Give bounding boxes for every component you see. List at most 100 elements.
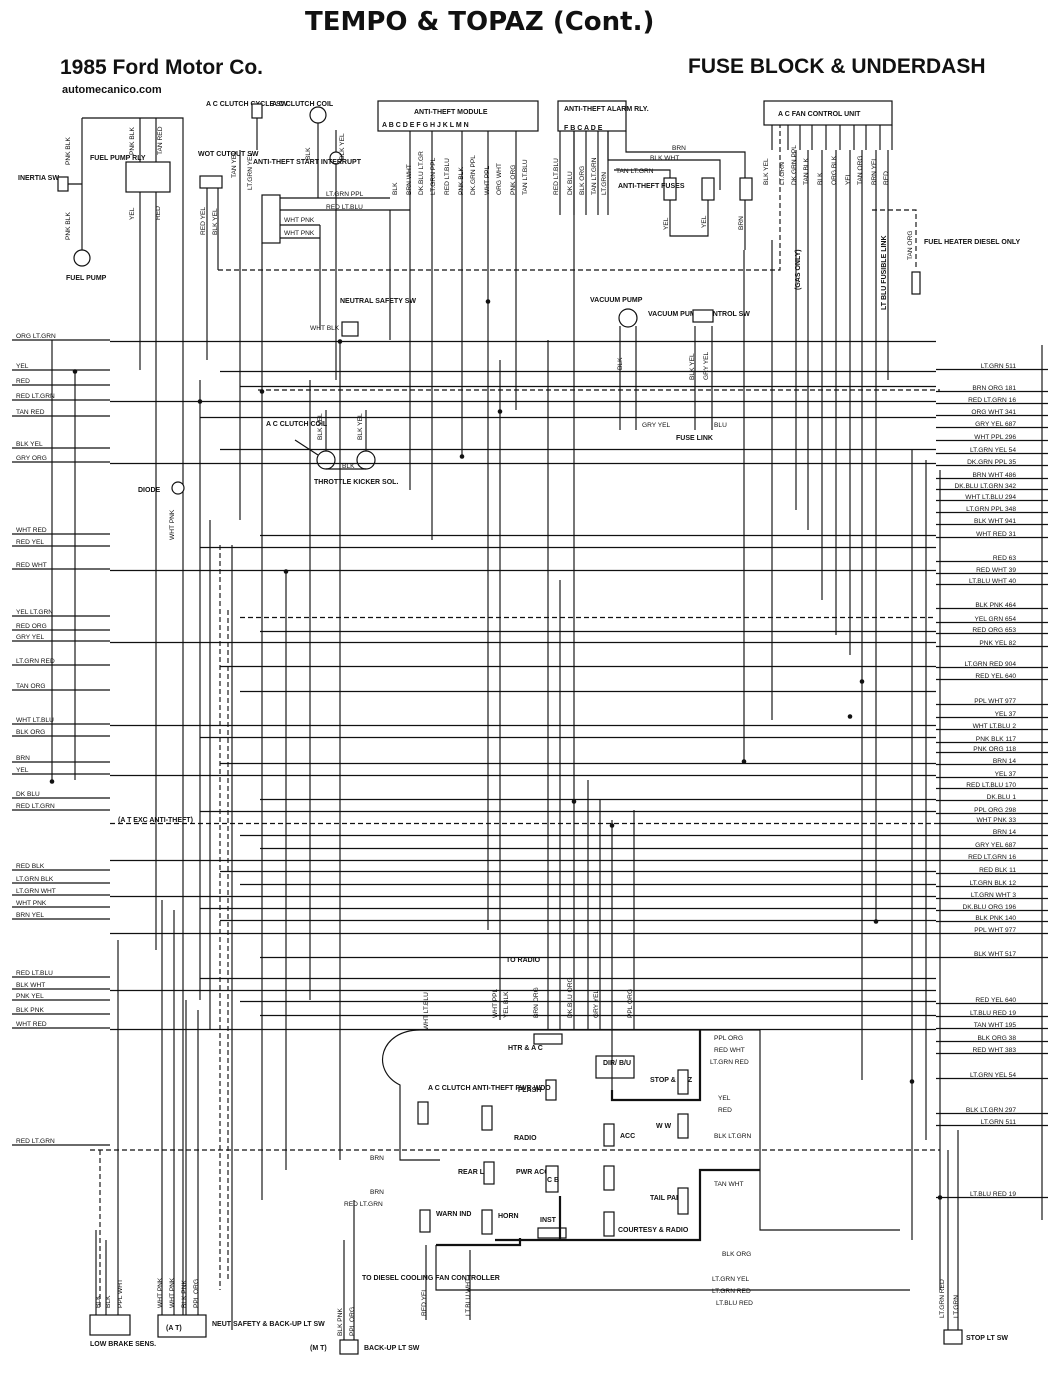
left-wire-label: GRY YEL — [16, 634, 45, 641]
svg-text:BLK PNK: BLK PNK — [337, 1308, 344, 1336]
left-wire-label: WHT RED — [16, 1021, 47, 1028]
svg-text:NEUT SAFETY & BACK-UP LT SW: NEUT SAFETY & BACK-UP LT SW — [212, 1321, 325, 1328]
svg-text:PPL ORG: PPL ORG — [349, 1307, 356, 1336]
fuel-pump-rly-label: FUEL PUMP RLY — [90, 155, 146, 162]
svg-text:WOT CUTOUT SW: WOT CUTOUT SW — [198, 151, 259, 158]
bottom-switches: LOW BRAKE SENS. BLK BLK PPL WHT (A T) NE… — [89, 900, 1008, 1355]
svg-text:TAIL PARK: TAIL PARK — [650, 1195, 686, 1202]
svg-text:VACUUM PUMP: VACUUM PUMP — [590, 297, 643, 304]
inertia-sw-label: INERTIA SW — [18, 175, 59, 182]
right-wire-label: YEL 37 — [995, 771, 1017, 778]
fan-wire-label: TAN BLK — [803, 157, 810, 185]
svg-text:RED YEL: RED YEL — [200, 207, 207, 235]
svg-text:PPL ORG: PPL ORG — [193, 1279, 200, 1308]
svg-text:WHT PNK: WHT PNK — [157, 1277, 164, 1308]
fuse-htr-ac — [533, 1033, 563, 1045]
right-wire-label: RED YEL 640 — [975, 997, 1016, 1004]
module-wire-label: DK.BLU LT.GR — [418, 151, 425, 195]
svg-text:BLK: BLK — [617, 357, 624, 370]
start-interrupt-relay — [261, 194, 281, 244]
fan-wire-label: ORG BLK — [831, 155, 838, 185]
svg-text:(M T): (M T) — [310, 1345, 327, 1352]
left-wire-label: RED LT.GRN — [16, 1138, 55, 1145]
svg-text:A C CLUTCH COIL: A C CLUTCH COIL — [272, 101, 334, 108]
svg-text:LT.GRN YEL: LT.GRN YEL — [247, 153, 254, 190]
svg-text:ACC: ACC — [620, 1133, 635, 1140]
fuse-acc — [603, 1123, 615, 1147]
svg-text:BLK PNK: BLK PNK — [181, 1280, 188, 1308]
page-title: TEMPO & TOPAZ (Cont.) — [305, 7, 654, 37]
right-wire-label: LT.GRN YEL 54 — [970, 1072, 1016, 1079]
right-wire-label: LT.GRN 511 — [981, 1119, 1017, 1126]
right-wire-label: BLK PNK 464 — [975, 602, 1016, 609]
right-wire-label: PPL WHT 977 — [974, 927, 1016, 934]
left-wire-label: GRY ORG — [16, 455, 47, 462]
svg-text:A C CLUTCH ANTI-THEFT PWR WDO: A C CLUTCH ANTI-THEFT PWR WDO — [428, 1085, 551, 1092]
svg-text:C B: C B — [547, 1177, 559, 1184]
back-up-lt-sw — [339, 1339, 359, 1355]
svg-text:A C FAN CONTROL UNIT: A C FAN CONTROL UNIT — [778, 111, 861, 118]
wire-pnk-blk: PNK BLK — [65, 137, 72, 165]
svg-text:BLU: BLU — [714, 422, 727, 429]
throttle-kicker-sol-icon — [356, 450, 376, 470]
publisher: 1985 Ford Motor Co. — [60, 56, 263, 79]
fan-wire-label: TAN ORG — [857, 155, 864, 185]
svg-text:TAN YEL: TAN YEL — [231, 151, 238, 178]
website: automecanico.com — [62, 84, 162, 96]
fan-wire-label: BRN YEL — [871, 157, 878, 185]
left-wire-label: ORG LT.GRN — [16, 333, 56, 340]
wot-cutout-sw — [199, 175, 223, 189]
svg-text:LT.BLU WHT: LT.BLU WHT — [465, 1278, 472, 1316]
svg-text:STOP LT SW: STOP LT SW — [966, 1335, 1008, 1342]
left-wire-label: BLK YEL — [16, 441, 43, 448]
right-wire-label: LT.BLU WHT 40 — [969, 578, 1016, 585]
module-wire-label: RED LT.BLU — [444, 158, 451, 195]
left-wire-label: BRN YEL — [16, 912, 44, 919]
alarm-wire-label: LT.GRN — [601, 172, 608, 195]
right-wire-label: PPL ORG 298 — [974, 807, 1016, 814]
fuse-horn — [481, 1209, 493, 1235]
left-wire-label: WHT RED — [16, 527, 47, 534]
svg-text:LT.GRN: LT.GRN — [953, 1295, 960, 1318]
svg-text:ANTI-THEFT ALARM RLY.: ANTI-THEFT ALARM RLY. — [564, 106, 649, 113]
anti-theft-fuse — [739, 177, 753, 201]
right-wire-label: PPL WHT 977 — [974, 698, 1016, 705]
right-wire-label: BLK WHT 517 — [974, 951, 1016, 958]
throttle-kicker-circuit: A C CLUTCH COIL BLK YEL BLK YEL BLK THRO… — [118, 410, 398, 824]
svg-text:HORN: HORN — [498, 1213, 519, 1220]
neut-safety-backup-sw — [157, 1314, 207, 1338]
svg-text:(A T EXC ANTI-THEFT): (A T EXC ANTI-THEFT) — [118, 817, 193, 824]
svg-text:TO DIESEL COOLING FAN CONTROLL: TO DIESEL COOLING FAN CONTROLLER — [362, 1275, 500, 1282]
splice-dot — [847, 714, 853, 719]
vacuum-pump-control-sw — [692, 309, 714, 323]
svg-text:RED LT.GRN: RED LT.GRN — [344, 1201, 383, 1208]
svg-text:WHT LT.BLU: WHT LT.BLU — [423, 992, 430, 1030]
svg-text:WHT BLK: WHT BLK — [310, 325, 340, 332]
left-wire-label: RED ORG — [16, 623, 47, 630]
module-wire-label: TAN LT.BLU — [522, 159, 529, 195]
fuse-flash — [545, 1079, 557, 1101]
svg-text:BRN: BRN — [370, 1189, 384, 1196]
svg-text:LT BLU FUSIBLE LINK: LT BLU FUSIBLE LINK — [881, 235, 888, 310]
svg-text:REAR LT: REAR LT — [458, 1169, 489, 1176]
module-wire-label: BLK — [392, 182, 399, 195]
left-wire-label: WHT PNK — [16, 900, 47, 907]
svg-text:BRN ORG: BRN ORG — [533, 987, 540, 1018]
svg-text:TAN ORG: TAN ORG — [907, 230, 914, 260]
svg-text:LT.GRN YEL: LT.GRN YEL — [712, 1276, 749, 1283]
fan-wire-label: LT.GRN — [779, 162, 786, 185]
right-wire-label: WHT RED 31 — [976, 531, 1016, 538]
svg-text:PNK BLK: PNK BLK — [129, 127, 136, 155]
svg-text:PPL WHT: PPL WHT — [117, 1279, 124, 1308]
svg-text:TAN RED: TAN RED — [157, 126, 164, 155]
svg-text:PPL ORG: PPL ORG — [714, 1035, 743, 1042]
stop-lt-sw — [943, 1329, 963, 1345]
left-wire-label: RED LT.GRN — [16, 803, 55, 810]
low-brake-sens — [89, 1314, 131, 1336]
svg-text:BLK YEL: BLK YEL — [689, 353, 696, 380]
fuse-block-wire-labels: WHT LT.BLU WHT PPL YEL BLK TO RADIO BRN … — [344, 957, 753, 1307]
ac-clutch-coil-icon — [309, 106, 327, 124]
